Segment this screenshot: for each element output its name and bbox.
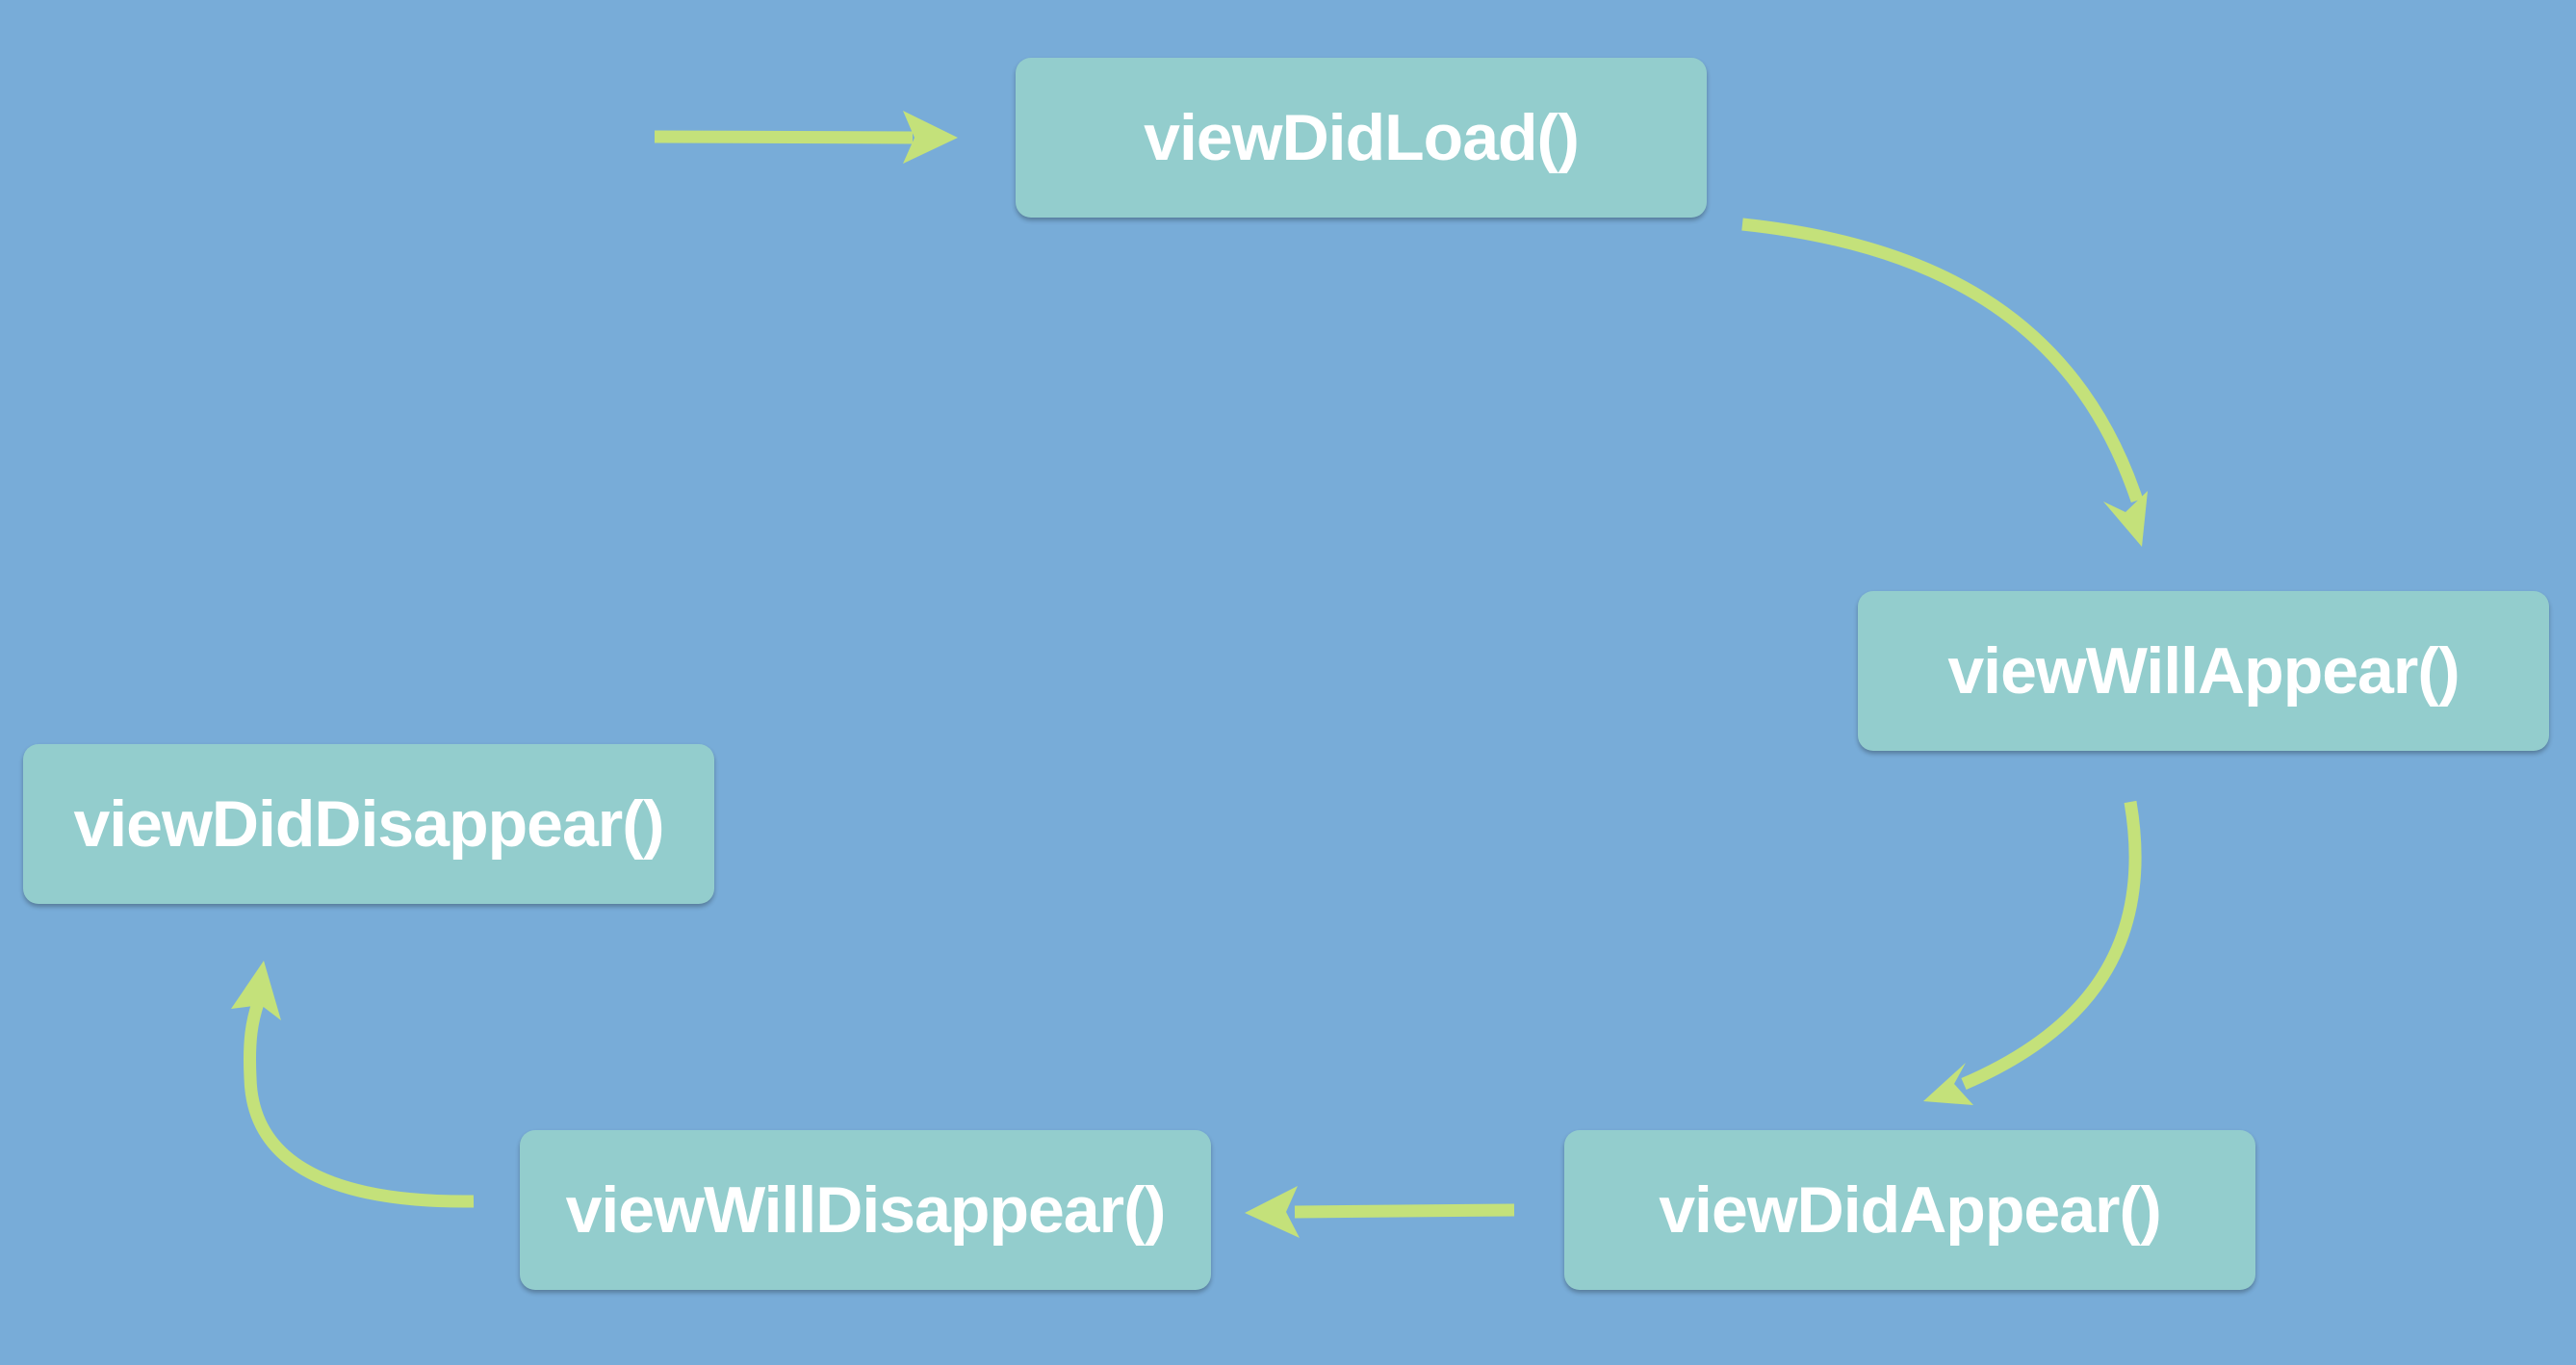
node-viewdidappear-label: viewDidAppear(): [1659, 1173, 2162, 1247]
node-viewwilldisappear: viewWillDisappear(): [520, 1130, 1211, 1290]
arrow-entry-to-viewdidload: [654, 130, 914, 144]
node-viewwillappear-label: viewWillAppear(): [1947, 634, 2460, 708]
node-viewwilldisappear-label: viewWillDisappear(): [565, 1173, 1167, 1247]
arrowhead-entry: [903, 111, 958, 164]
node-viewwillappear: viewWillAppear(): [1858, 591, 2549, 751]
node-viewdidload-label: viewDidLoad(): [1144, 101, 1580, 174]
arrow-viewwillappear-to-viewdidappear: [1961, 800, 2142, 1090]
node-viewdiddisappear-label: viewDidDisappear(): [73, 787, 664, 861]
arrow-viewdidload-to-viewwillappear: [1741, 218, 2144, 503]
arrow-viewdidappear-to-viewwilldisappear: [1294, 1203, 1515, 1219]
arrowhead-viewwillappear: [2103, 491, 2148, 547]
node-viewdidappear: viewDidAppear(): [1564, 1130, 2255, 1290]
arrowhead-viewdiddisappear: [231, 961, 281, 1020]
node-viewdiddisappear: viewDidDisappear(): [23, 744, 714, 904]
arrowhead-viewdidappear: [1923, 1063, 1973, 1105]
arrowhead-viewwilldisappear: [1245, 1186, 1300, 1238]
arrow-viewwilldisappear-to-viewdiddisappear: [244, 1000, 475, 1208]
node-viewdidload: viewDidLoad(): [1016, 58, 1707, 218]
